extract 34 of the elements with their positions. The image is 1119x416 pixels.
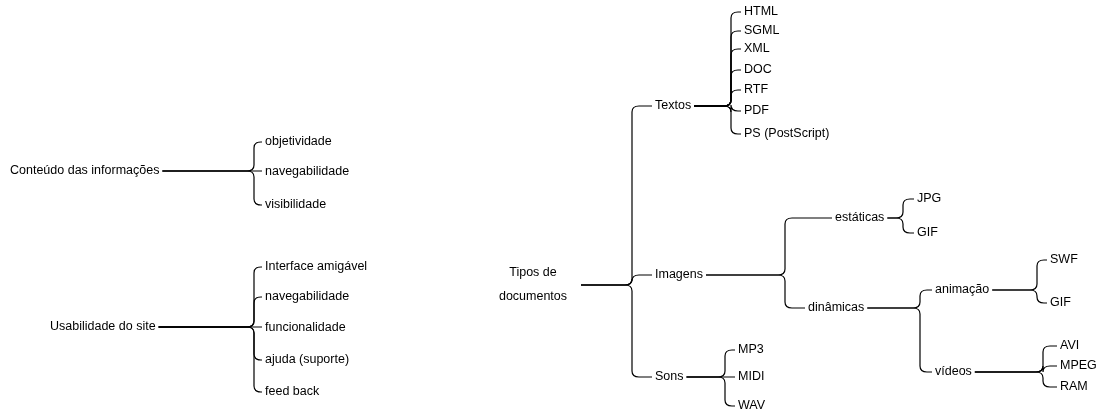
node-label: funcionalidade bbox=[265, 316, 346, 340]
node-label: MIDI bbox=[738, 365, 765, 389]
node-label: objetividade bbox=[265, 130, 332, 154]
node-label: visibilidade bbox=[265, 193, 327, 217]
node-label: Imagens bbox=[655, 263, 703, 287]
node-label: animação bbox=[935, 278, 990, 302]
brace-connector bbox=[974, 371, 1058, 388]
node-label: ajuda (suporte) bbox=[265, 348, 350, 372]
node-label: estáticas bbox=[835, 206, 885, 230]
node-label: JPG bbox=[917, 187, 942, 211]
node-label: PS (PostScript) bbox=[744, 122, 830, 146]
node-label: Conteúdo das informações bbox=[10, 159, 160, 183]
brace-connector bbox=[705, 274, 806, 309]
node-label: WAV bbox=[738, 394, 766, 416]
node-label: vídeos bbox=[935, 360, 972, 384]
node-label: dinâmicas bbox=[808, 296, 865, 320]
node-label: navegabilidade bbox=[265, 285, 350, 309]
node-label: Usabilidade do site bbox=[50, 315, 156, 339]
node-label: GIF bbox=[1050, 291, 1071, 315]
node-label: Tipos de documentos bbox=[488, 261, 578, 309]
node-label: GIF bbox=[917, 221, 938, 245]
brace-connector bbox=[693, 105, 742, 135]
node-label: feed back bbox=[265, 380, 320, 404]
node-label: navegabilidade bbox=[265, 160, 350, 184]
node-label: MP3 bbox=[738, 338, 764, 362]
node-label: Interface amigável bbox=[265, 255, 368, 279]
node-label: Textos bbox=[655, 94, 692, 118]
node-label: RAM bbox=[1060, 375, 1088, 399]
node-label: Sons bbox=[655, 365, 684, 389]
brace-connector bbox=[886, 217, 915, 234]
node-label: PDF bbox=[744, 99, 769, 123]
brace-connector bbox=[991, 289, 1048, 304]
node-label: SWF bbox=[1050, 248, 1078, 272]
brace-connector bbox=[580, 284, 653, 378]
